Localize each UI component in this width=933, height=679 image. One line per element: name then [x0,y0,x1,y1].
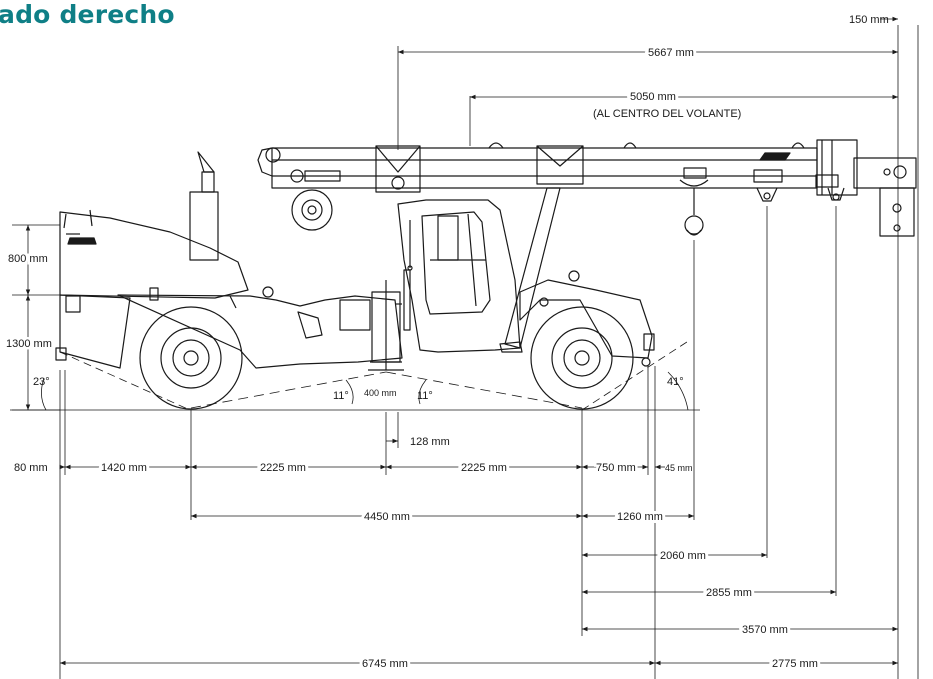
label-1260: 1260 mm [617,511,663,523]
label-1420: 1420 mm [101,462,147,474]
label-128: 128 mm [410,436,450,448]
label-3570: 3570 mm [742,624,788,636]
label-800: 800 mm [8,253,48,265]
label-angle-11-right: 11° [417,390,433,402]
cab [397,199,521,353]
boom [257,139,917,237]
label-2060: 2060 mm [660,550,706,562]
label-angle-41: 41° [667,376,684,388]
label-2225-right: 2225 mm [461,462,507,474]
label-2225-left: 2225 mm [260,462,306,474]
dimension-lines [12,16,919,679]
dimension-labels: 150 mm 5667 mm 5050 mm (AL CENTRO DEL VO… [4,14,889,673]
label-angle-23: 23° [33,376,50,388]
crane-body [10,139,917,411]
label-5050: 5050 mm [630,91,676,103]
label-1300: 1300 mm [6,338,52,350]
label-2855: 2855 mm [706,587,752,599]
rear-wheel [139,306,243,410]
front-wheel [530,306,634,410]
chassis [117,294,403,369]
label-5050-note: (AL CENTRO DEL VOLANTE) [593,108,741,120]
label-750: 750 mm [596,462,636,474]
lift-cylinder [504,187,561,349]
label-400: 400 mm [364,388,397,398]
label-angle-11-left: 11° [333,390,349,402]
label-80: 80 mm [14,462,48,474]
label-6745: 6745 mm [362,658,408,670]
engine-hood [59,211,249,299]
label-150: 150 mm [849,14,889,26]
label-4450: 4450 mm [364,511,410,523]
label-2775: 2775 mm [772,658,818,670]
label-45: 45 mm [665,463,693,473]
label-5667: 5667 mm [648,47,694,59]
page-title: ado derecho [0,0,175,29]
exhaust-stack [189,151,219,261]
